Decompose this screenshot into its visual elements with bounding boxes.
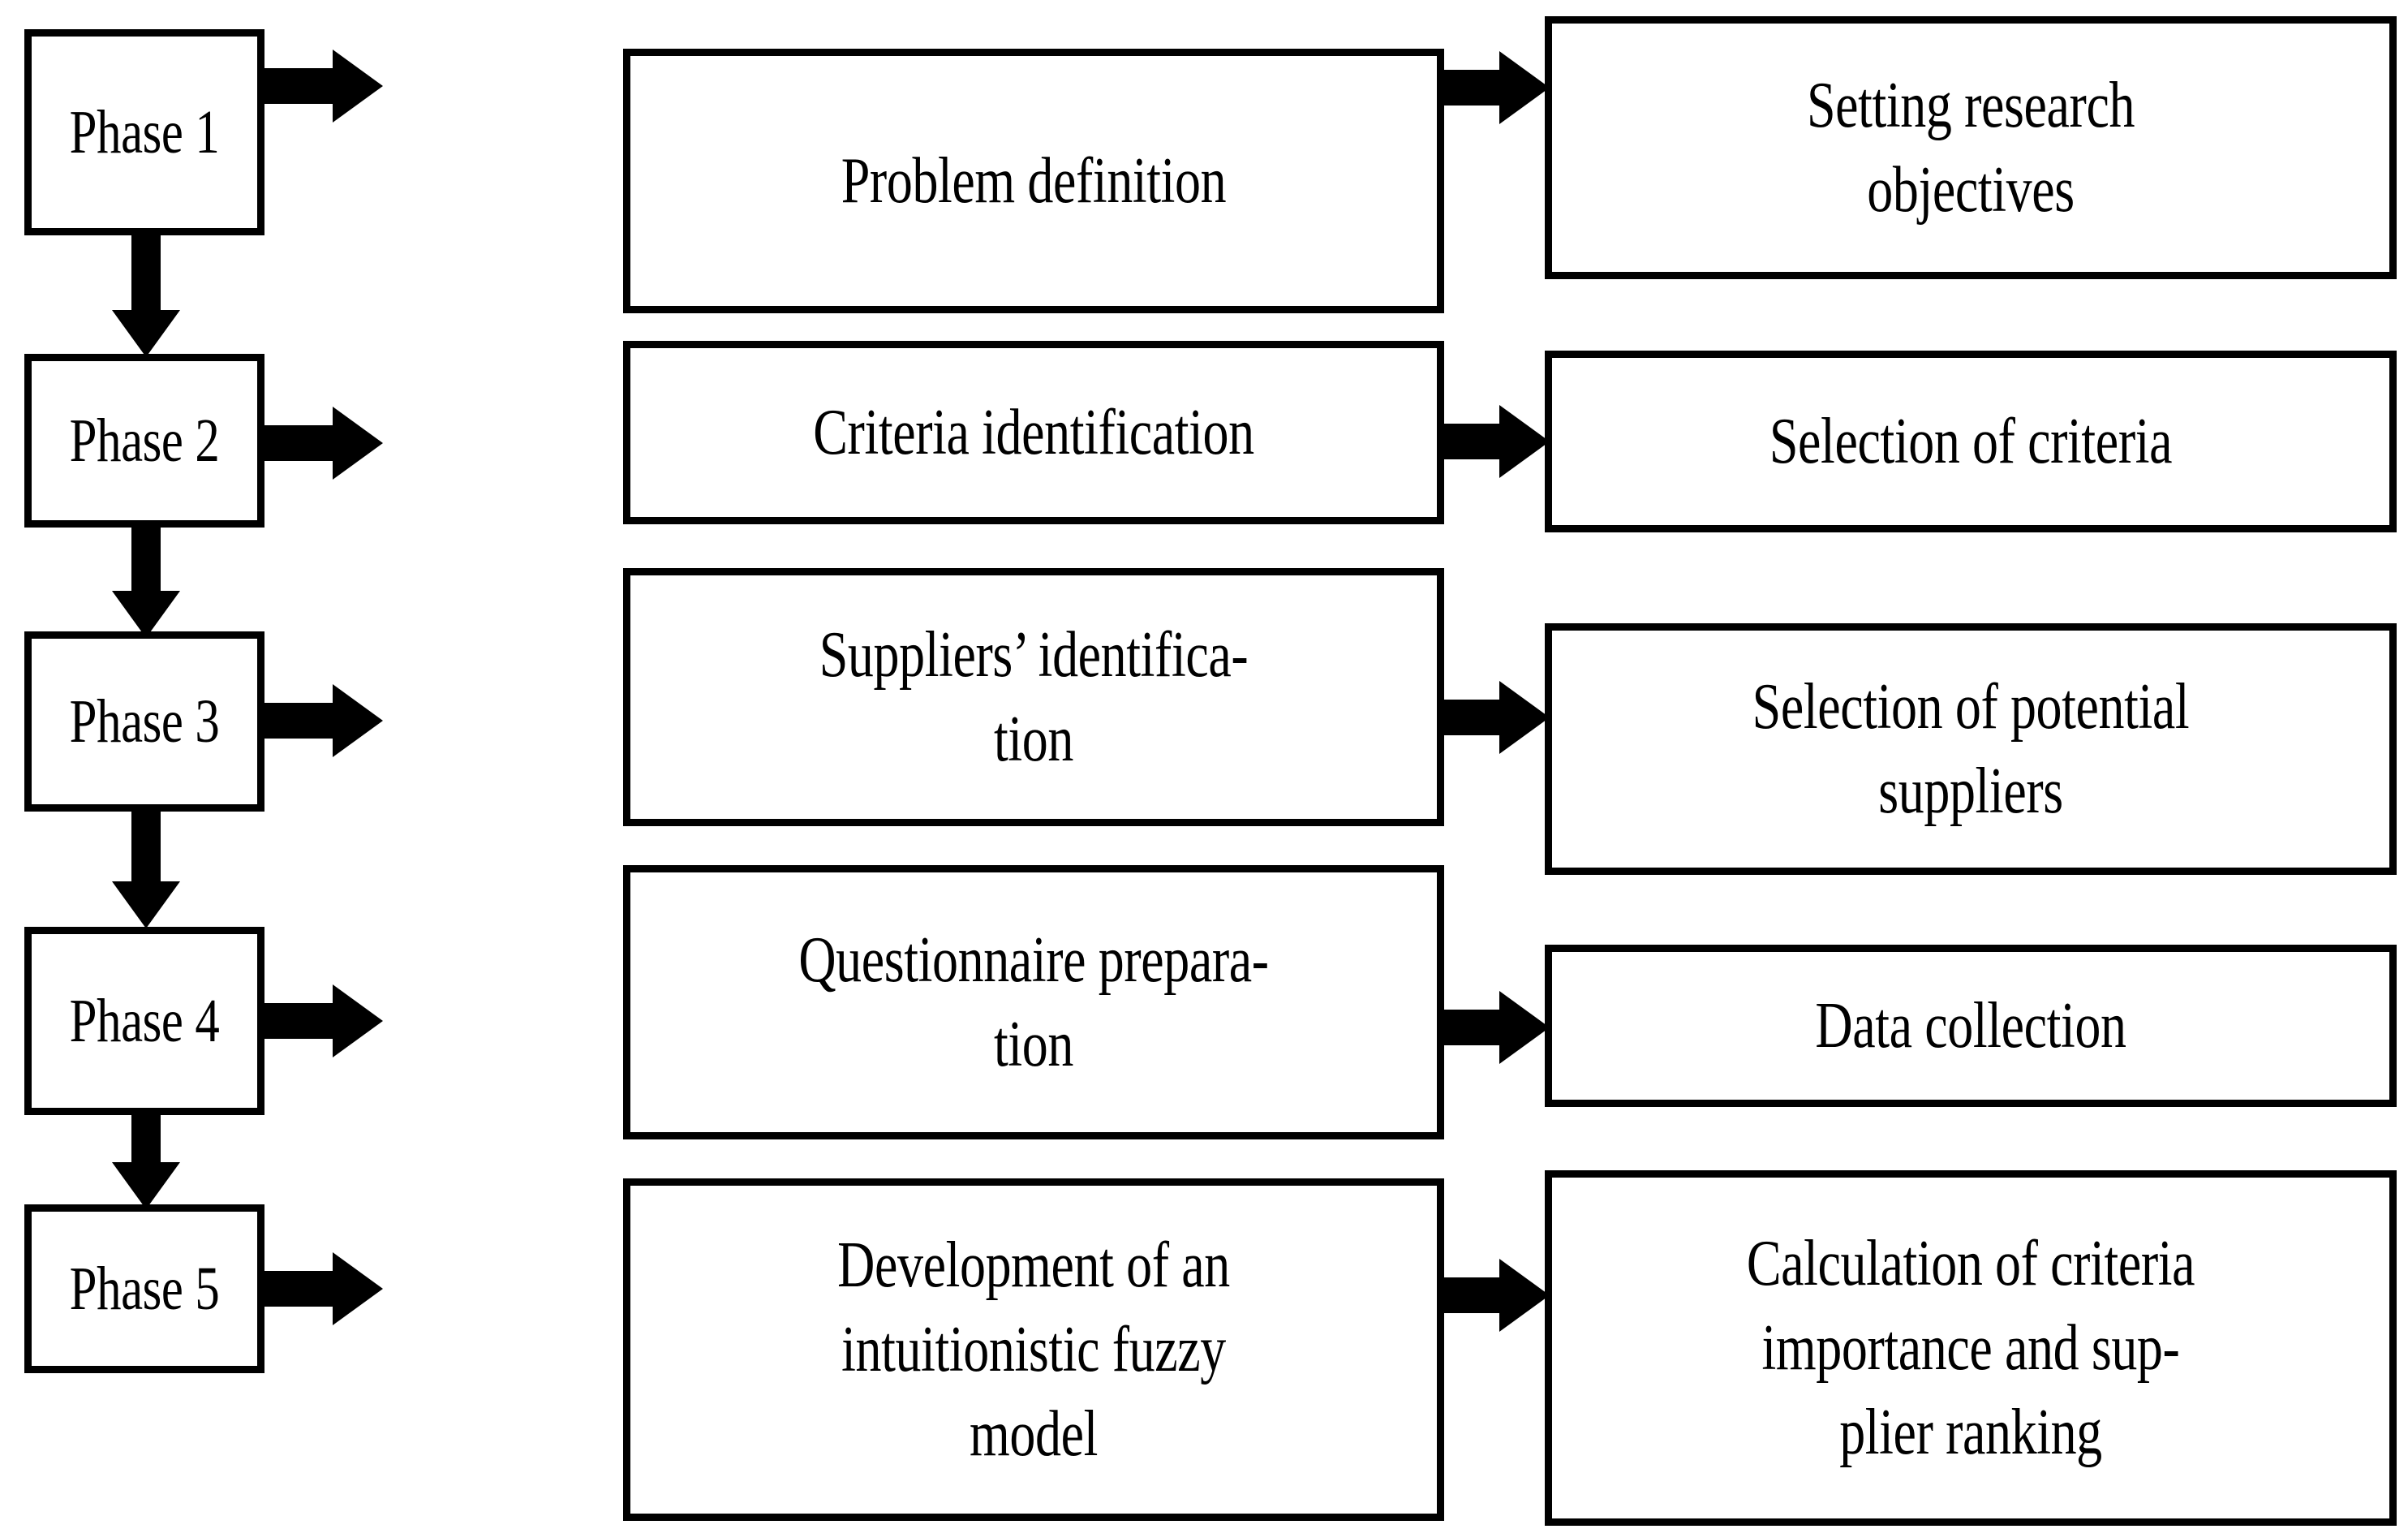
arrow-head bbox=[1499, 991, 1550, 1064]
outcome-box-1[interactable]: Setting research objectives bbox=[1545, 16, 2397, 279]
activity-box-2-label: Criteria identification bbox=[813, 397, 1254, 468]
activity-box-3-label: Suppliers’ identifica- tion bbox=[819, 619, 1249, 775]
outcome-box-2-label: Selection of criteria bbox=[1769, 406, 2173, 477]
arrow-head bbox=[333, 407, 383, 480]
arrow-shaft bbox=[131, 1113, 161, 1167]
activity-box-2[interactable]: Criteria identification bbox=[623, 341, 1444, 524]
arrow-shaft bbox=[264, 703, 338, 739]
phase-box-2-label: Phase 2 bbox=[69, 406, 220, 475]
phase-box-1[interactable]: Phase 1 bbox=[24, 29, 264, 235]
arrow-head bbox=[112, 591, 180, 638]
arrow-shaft bbox=[264, 425, 338, 461]
arrow-shaft bbox=[1439, 70, 1504, 106]
arrow-right-phase5-to-activity5 bbox=[264, 1251, 383, 1326]
arrow-shaft bbox=[131, 234, 161, 312]
phase-box-5-label: Phase 5 bbox=[69, 1254, 220, 1323]
outcome-box-3[interactable]: Selection of potential suppliers bbox=[1545, 623, 2397, 875]
arrow-shaft bbox=[1439, 1010, 1504, 1045]
arrow-right-phase3-to-activity3 bbox=[264, 683, 383, 758]
outcome-box-2[interactable]: Selection of criteria bbox=[1545, 351, 2397, 532]
phase-box-4-label: Phase 4 bbox=[69, 986, 220, 1055]
arrow-shaft bbox=[264, 1271, 338, 1307]
arrow-shaft bbox=[1439, 424, 1504, 459]
outcome-box-4[interactable]: Data collection bbox=[1545, 945, 2397, 1107]
phase-box-4[interactable]: Phase 4 bbox=[24, 927, 264, 1115]
arrow-right-phase2-to-activity2 bbox=[264, 406, 383, 480]
arrow-shaft bbox=[264, 1003, 338, 1039]
outcome-box-3-label: Selection of potential suppliers bbox=[1752, 671, 2190, 827]
arrow-head bbox=[1499, 405, 1550, 478]
arrow-right-phase4-to-activity4 bbox=[264, 984, 383, 1058]
arrow-shaft bbox=[131, 526, 161, 594]
activity-box-5-label: Development of an intuitionistic fuzzy m… bbox=[837, 1230, 1230, 1470]
activity-box-1[interactable]: Problem definition bbox=[623, 49, 1444, 313]
arrow-right-activity4-to-outcome4 bbox=[1439, 990, 1550, 1065]
phase-box-2[interactable]: Phase 2 bbox=[24, 354, 264, 528]
arrow-shaft bbox=[1439, 1277, 1504, 1313]
activity-box-5[interactable]: Development of an intuitionistic fuzzy m… bbox=[623, 1178, 1444, 1521]
outcome-box-5[interactable]: Calculation of criteria importance and s… bbox=[1545, 1170, 2397, 1526]
phase-box-1-label: Phase 1 bbox=[69, 97, 220, 166]
outcome-box-1-label: Setting research objectives bbox=[1806, 70, 2135, 226]
outcome-box-5-label: Calculation of criteria importance and s… bbox=[1746, 1228, 2195, 1468]
arrow-right-activity2-to-outcome2 bbox=[1439, 404, 1550, 479]
arrow-head bbox=[333, 984, 383, 1057]
arrow-head bbox=[1499, 681, 1550, 754]
phase-box-3-label: Phase 3 bbox=[69, 687, 220, 756]
arrow-shaft bbox=[1439, 700, 1504, 735]
arrow-head bbox=[112, 1162, 180, 1209]
arrow-head bbox=[1499, 51, 1550, 124]
arrow-right-phase1-to-activity1 bbox=[264, 49, 383, 123]
arrow-head bbox=[333, 684, 383, 757]
arrow-head bbox=[1499, 1259, 1550, 1332]
arrow-head bbox=[333, 1252, 383, 1325]
arrow-shaft bbox=[131, 810, 161, 883]
arrow-head bbox=[333, 50, 383, 123]
arrow-head bbox=[112, 310, 180, 357]
arrow-shaft bbox=[264, 68, 338, 104]
arrow-down-phase3-to-phase4 bbox=[112, 810, 180, 928]
activity-box-1-label: Problem definition bbox=[841, 145, 1227, 217]
phase-box-3[interactable]: Phase 3 bbox=[24, 631, 264, 812]
arrow-right-activity1-to-outcome1 bbox=[1439, 50, 1550, 125]
activity-box-4[interactable]: Questionnaire prepara- tion bbox=[623, 865, 1444, 1139]
activity-box-3[interactable]: Suppliers’ identifica- tion bbox=[623, 568, 1444, 826]
arrow-down-phase4-to-phase5 bbox=[112, 1113, 180, 1209]
activity-box-4-label: Questionnaire prepara- tion bbox=[798, 924, 1269, 1080]
arrow-down-phase2-to-phase3 bbox=[112, 526, 180, 638]
arrow-right-activity5-to-outcome5 bbox=[1439, 1258, 1550, 1333]
arrow-right-activity3-to-outcome3 bbox=[1439, 680, 1550, 755]
arrow-head bbox=[112, 881, 180, 928]
phase-box-5[interactable]: Phase 5 bbox=[24, 1204, 264, 1373]
arrow-down-phase1-to-phase2 bbox=[112, 234, 180, 357]
outcome-box-4-label: Data collection bbox=[1815, 990, 2126, 1062]
